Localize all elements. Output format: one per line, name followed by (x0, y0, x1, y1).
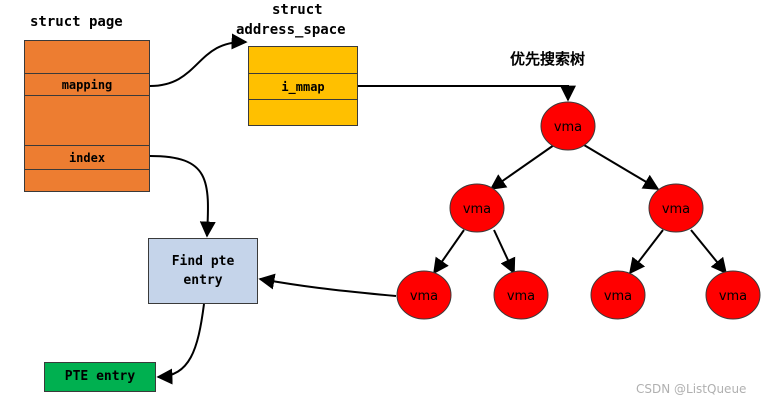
find-pte-box: Find pte entry (148, 238, 258, 304)
vma-node-right-right-label: vma (719, 289, 747, 304)
find-pte-to-pte-entry-arrow (156, 303, 205, 385)
mapping-label: mapping (61, 78, 113, 92)
vma-to-find-pte-arrow (258, 273, 397, 297)
vma-node-left-left: vma (396, 270, 452, 320)
i-mmap-label: i_mmap (281, 80, 325, 94)
tree-edge-right-right (690, 229, 728, 275)
find-pte-line2: entry (183, 273, 223, 288)
vma-node-right-label: vma (662, 202, 690, 217)
struct-page-box: mapping index (24, 40, 150, 192)
mapping-to-address-space-arrow (149, 33, 248, 87)
vma-node-root: vma (540, 101, 596, 151)
struct-page-title: struct page (30, 14, 123, 30)
struct-page-row-mapping: mapping (25, 73, 149, 95)
address-space-title-line2: address_space (236, 22, 346, 38)
address-space-title-line1: struct (272, 2, 323, 18)
vma-node-left-right-label: vma (507, 289, 535, 304)
index-label: index (68, 151, 106, 165)
struct-page-row-index: index (25, 145, 149, 169)
address-space-box: i_mmap (248, 46, 358, 126)
vma-node-right-right: vma (705, 270, 761, 320)
tree-edge-root-right (583, 144, 660, 190)
tree-title: 优先搜索树 (510, 50, 586, 68)
address-space-row-i-mmap: i_mmap (249, 73, 357, 99)
i-mmap-to-tree-arrow (358, 85, 576, 102)
vma-node-right-left-label: vma (604, 289, 632, 304)
vma-node-left-right: vma (493, 270, 549, 320)
index-to-find-pte-arrow (149, 155, 216, 238)
pte-entry-label: PTE entry (64, 369, 136, 384)
vma-node-right-left: vma (590, 270, 646, 320)
address-space-row-2 (249, 99, 357, 126)
tree-edge-root-left (489, 144, 555, 190)
vma-node-left-left-label: vma (410, 289, 438, 304)
tree-edge-right-left (629, 229, 664, 275)
pte-entry-box: PTE entry (44, 362, 156, 392)
tree-edge-left-right (493, 229, 516, 275)
struct-page-row-4 (25, 169, 149, 192)
find-pte-line1: Find pte (171, 254, 235, 269)
watermark: CSDN @ListQueue (636, 382, 747, 396)
vma-node-left-label: vma (463, 202, 491, 217)
vma-node-left: vma (449, 183, 505, 233)
struct-page-row-2 (25, 95, 149, 145)
vma-node-root-label: vma (554, 120, 582, 135)
vma-node-right: vma (648, 183, 704, 233)
tree-edge-left-left (433, 229, 465, 275)
